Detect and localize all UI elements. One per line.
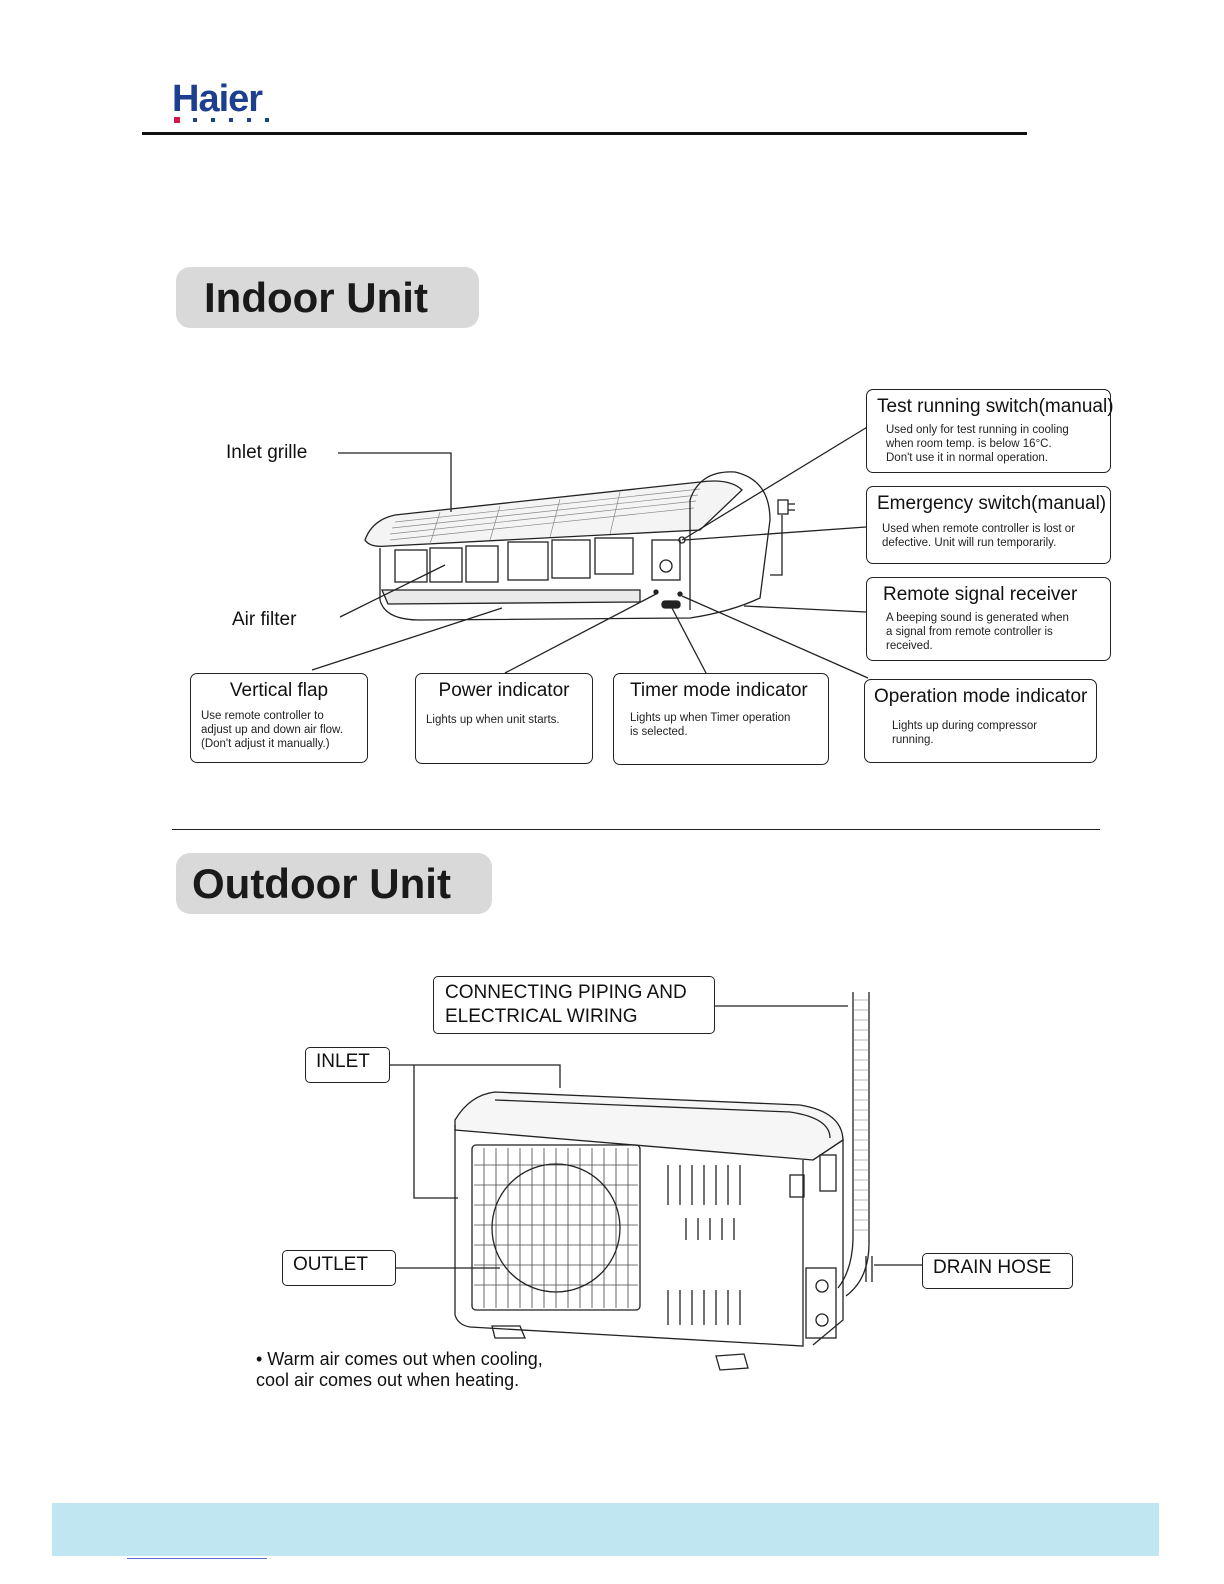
operation-mode-indicator-description: Lights up during compressor running. (892, 720, 1038, 746)
outlet-tag: OUTLET (282, 1250, 396, 1286)
air-filter-label: Air filter (232, 609, 297, 630)
emergency-switch-description: Used when remote controller is lost or d… (882, 523, 1076, 549)
remote-signal-receiver-description: A beeping sound is generated when a sign… (886, 612, 1069, 652)
outdoor-unit-title: Outdoor Unit (176, 853, 492, 914)
footer-link-underline (127, 1558, 267, 1559)
remote-signal-receiver-heading: Remote signal receiver (883, 584, 1078, 605)
haier-logo: Haier (172, 78, 263, 120)
power-indicator-description: Lights up when unit starts. (426, 714, 560, 726)
section-divider (172, 829, 1100, 830)
vertical-flap-callout: Vertical flap Use remote controller to a… (190, 673, 368, 763)
power-indicator-callout: Power indicator Lights up when unit star… (415, 673, 593, 764)
vertical-flap-description: Use remote controller to adjust up and d… (201, 710, 343, 750)
remote-signal-receiver-callout: Remote signal receiver A beeping sound i… (866, 577, 1111, 661)
logo-dots (174, 117, 269, 123)
emergency-switch-heading: Emergency switch(manual) (877, 493, 1107, 514)
timer-mode-indicator-heading: Timer mode indicator (630, 680, 808, 701)
test-running-switch-callout: Test running switch(manual) Used only fo… (866, 389, 1114, 473)
drain-hose-tag: DRAIN HOSE (922, 1253, 1073, 1289)
operation-mode-indicator-callout: Operation mode indicator Lights up durin… (864, 679, 1097, 763)
test-running-switch-heading: Test running switch(manual) (877, 396, 1114, 417)
indoor-unit-title: Indoor Unit (176, 267, 479, 328)
outdoor-unit-illustration (454, 992, 873, 1371)
operation-mode-indicator-heading: Operation mode indicator (874, 686, 1088, 707)
power-indicator-heading: Power indicator (438, 680, 570, 701)
vertical-flap-heading: Vertical flap (229, 680, 329, 701)
timer-mode-indicator-callout: Timer mode indicator Lights up when Time… (613, 673, 829, 765)
header-divider (142, 132, 1027, 135)
connecting-piping-tag: CONNECTING PIPING AND ELECTRICAL WIRING (433, 976, 715, 1034)
airflow-note: • Warm air comes out when cooling, cool … (256, 1349, 543, 1390)
indoor-unit-title-text: Indoor Unit (204, 273, 428, 321)
outdoor-unit-title-text: Outdoor Unit (192, 859, 451, 907)
test-running-switch-description: Used only for test running in cooling wh… (886, 424, 1069, 464)
emergency-switch-callout: Emergency switch(manual) Used when remot… (866, 486, 1111, 564)
timer-mode-indicator-description: Lights up when Timer operation is select… (630, 712, 791, 738)
inlet-grille-label: Inlet grille (226, 442, 308, 463)
inlet-tag: INLET (305, 1047, 390, 1083)
indoor-unit-illustration (364, 471, 795, 621)
footer-band (52, 1503, 1159, 1556)
